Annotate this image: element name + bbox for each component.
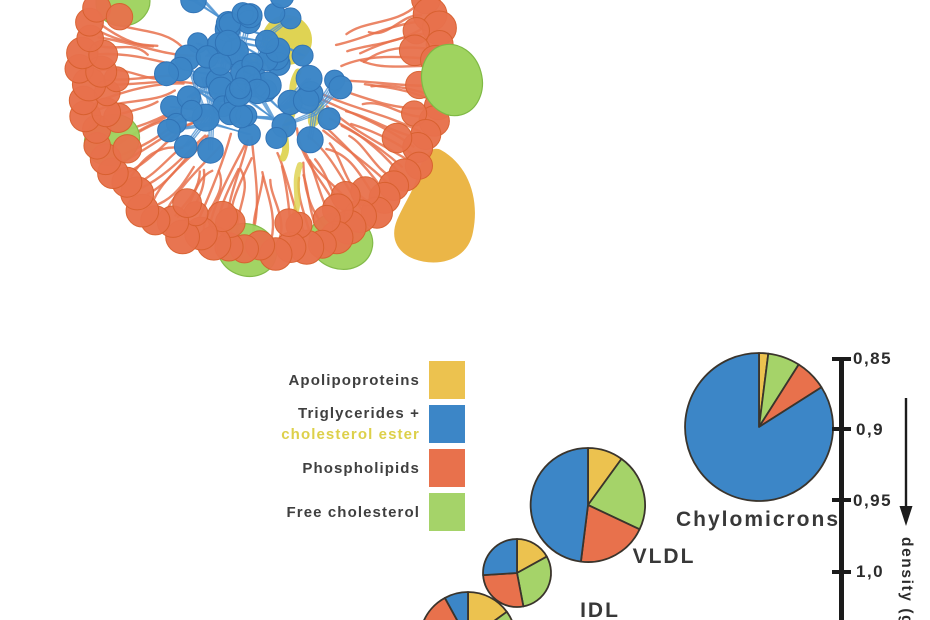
pie-idl [482, 538, 552, 608]
lipoprotein-particle-diagram [64, 0, 484, 278]
legend-label-line1: Triglycerides + [298, 405, 420, 422]
axis-tick [832, 427, 851, 431]
legend-item-triglycerides: Triglycerides + cholesterol ester [250, 405, 465, 443]
pie-label-idl: IDL [580, 599, 620, 620]
legend-item-free-cholesterol: Free cholesterol [250, 493, 465, 531]
axis-tick [832, 357, 851, 361]
axis-tick [832, 498, 851, 502]
free-cholesterol-blob-front [420, 43, 484, 117]
density-direction-arrow [899, 398, 913, 526]
legend: Apolipoproteins Triglycerides + choleste… [250, 361, 465, 537]
pie-label-vldl: VLDL [632, 545, 696, 568]
axis-tick-label: 1,0 [856, 562, 885, 581]
pie-unlabeled [423, 591, 513, 620]
pie-vldl [529, 447, 646, 563]
phospholipids-swatch [429, 449, 465, 487]
legend-item-phospholipids: Phospholipids [250, 449, 465, 487]
legend-label: Free cholesterol [286, 503, 420, 521]
legend-label: Phospholipids [302, 459, 420, 477]
triglycerides-swatch [429, 405, 465, 443]
apolipoproteins-swatch [429, 361, 465, 399]
phospholipid-heads [64, 0, 459, 271]
legend-label-line2: cholesterol ester [281, 426, 420, 443]
pie-chylomicrons [684, 352, 834, 502]
legend-item-apolipoproteins: Apolipoproteins [250, 361, 465, 399]
triglyceride-cholesterol-ester-core [154, 0, 353, 164]
legend-label: Apolipoproteins [288, 371, 420, 389]
axis-tick-label: 0,85 [853, 349, 893, 368]
axis-tick-label: 0,95 [853, 491, 893, 510]
axis-line [839, 357, 844, 620]
legend-label: Triglycerides + cholesterol ester [281, 403, 420, 445]
axis-tick-label: 0,9 [856, 420, 885, 439]
axis-tick [832, 570, 851, 574]
free-cholesterol-swatch [429, 493, 465, 531]
pie-label-chylomicrons: Chylomicrons [675, 508, 841, 531]
density-axis-label: density (g [898, 537, 915, 620]
